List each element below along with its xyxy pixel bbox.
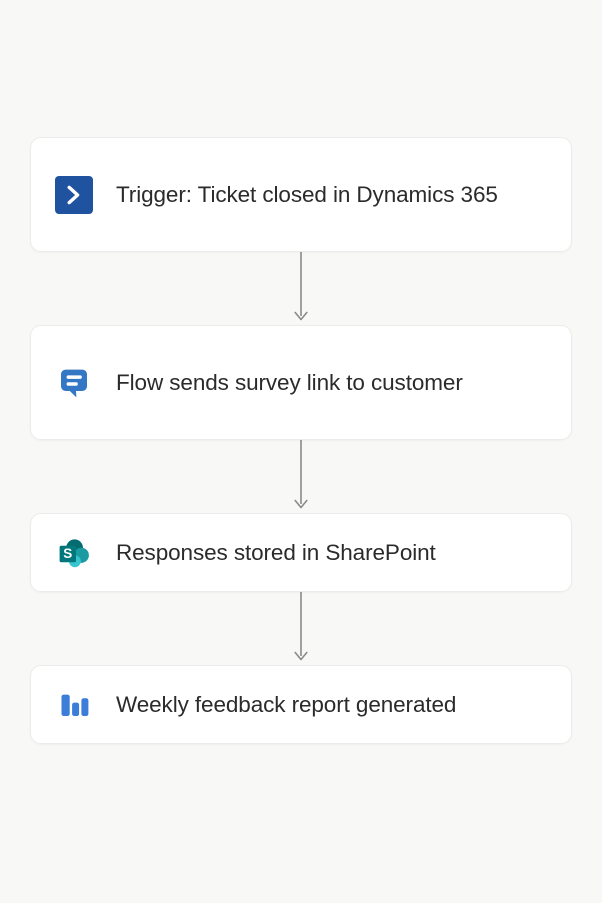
power-automate-flow-icon <box>54 175 94 215</box>
flow-connector-3 <box>30 592 572 665</box>
svg-text:S: S <box>63 546 72 561</box>
flow-step-label-3: Responses stored in SharePoint <box>116 539 436 565</box>
flow-connector-2 <box>30 440 572 513</box>
flow-step-label-1: Trigger: Ticket closed in Dynamics 365 <box>116 181 498 207</box>
speech-bubble-icon <box>54 363 94 403</box>
flow-step-stack: Trigger: Ticket closed in Dynamics 365 F… <box>30 137 572 744</box>
sharepoint-icon: S <box>54 533 94 573</box>
flow-step-card-4[interactable]: Weekly feedback report generated <box>30 665 572 744</box>
flow-step-label-4: Weekly feedback report generated <box>116 691 457 717</box>
flow-step-card-2[interactable]: Flow sends survey link to customer <box>30 325 572 440</box>
flow-connector-1 <box>30 252 572 325</box>
flow-step-card-1[interactable]: Trigger: Ticket closed in Dynamics 365 <box>30 137 572 252</box>
flow-step-card-3[interactable]: S Responses stored in SharePoint <box>30 513 572 592</box>
flow-step-label-2: Flow sends survey link to customer <box>116 369 463 395</box>
bar-chart-icon <box>54 685 94 725</box>
